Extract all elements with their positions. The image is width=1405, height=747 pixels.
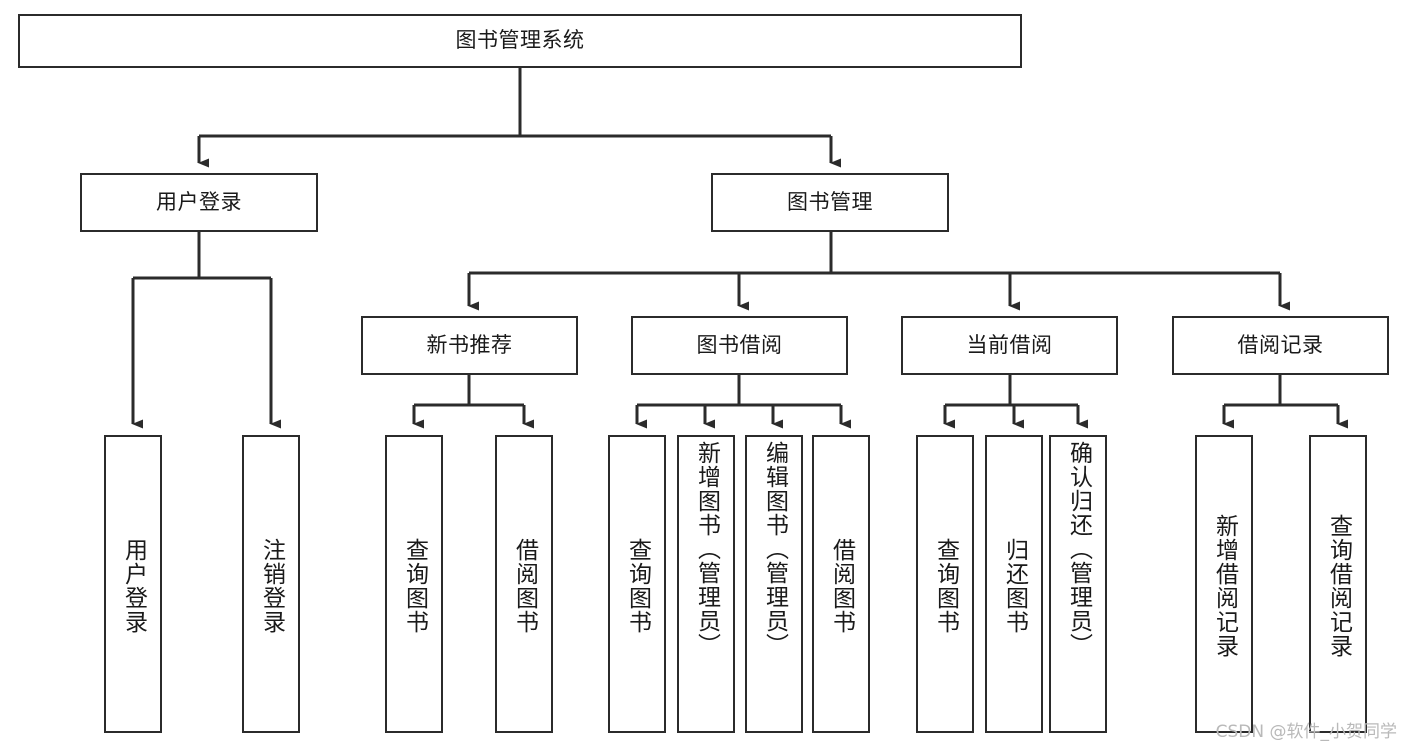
node-book-management[interactable]: 图书管理 [711,173,949,232]
node-label: 归还图书 [1001,538,1028,634]
node-label: 图书管理 [787,189,873,214]
node-label: 当前借阅 [966,332,1053,357]
leaf-borrow-record-query-record[interactable]: 查询借阅记录 [1309,435,1367,733]
node-label: 借阅图书 [828,538,855,634]
leaf-book-borrow-add-book-admin[interactable]: 新增图书（管理员） [677,435,735,733]
node-book-borrow[interactable]: 图书借阅 [631,316,848,375]
node-label: 新增借阅记录 [1211,514,1238,658]
node-label: 借阅记录 [1237,332,1324,357]
node-label: 图书管理系统 [455,28,585,53]
node-borrow-record[interactable]: 借阅记录 [1172,316,1389,375]
node-label: 查询图书 [624,538,651,634]
node-label: 用户登录 [156,189,242,214]
watermark-csdn: CSDN @软件_小贺同学 [1215,722,1397,742]
leaf-user-login-login[interactable]: 用户登录 [104,435,162,733]
node-label: 用户登录 [120,538,147,634]
node-label: 新增图书（管理员） [693,441,720,657]
node-label: 新书推荐 [426,332,513,357]
node-label: 查询借阅记录 [1325,514,1352,658]
node-label: 查询图书 [401,538,428,634]
leaf-user-login-logout[interactable]: 注销登录 [242,435,300,733]
node-label: 编辑图书（管理员） [761,441,788,657]
leaf-new-book-borrow-book[interactable]: 借阅图书 [495,435,553,733]
node-label: 注销登录 [258,538,285,634]
leaf-book-borrow-query-book[interactable]: 查询图书 [608,435,666,733]
node-label: 图书借阅 [696,332,783,357]
leaf-current-borrow-confirm-return-admin[interactable]: 确认归还（管理员） [1049,435,1107,733]
leaf-current-borrow-query-book[interactable]: 查询图书 [916,435,974,733]
leaf-current-borrow-return-book[interactable]: 归还图书 [985,435,1043,733]
node-user-login[interactable]: 用户登录 [80,173,318,232]
node-new-book-recommend[interactable]: 新书推荐 [361,316,578,375]
node-current-borrow[interactable]: 当前借阅 [901,316,1118,375]
node-root-book-management-system[interactable]: 图书管理系统 [18,14,1022,68]
leaf-book-borrow-edit-book-admin[interactable]: 编辑图书（管理员） [745,435,803,733]
node-label: 查询图书 [932,538,959,634]
leaf-new-book-query-book[interactable]: 查询图书 [385,435,443,733]
leaf-book-borrow-borrow-book[interactable]: 借阅图书 [812,435,870,733]
leaf-borrow-record-add-record[interactable]: 新增借阅记录 [1195,435,1253,733]
node-label: 确认归还（管理员） [1065,441,1092,657]
node-label: 借阅图书 [511,538,538,634]
